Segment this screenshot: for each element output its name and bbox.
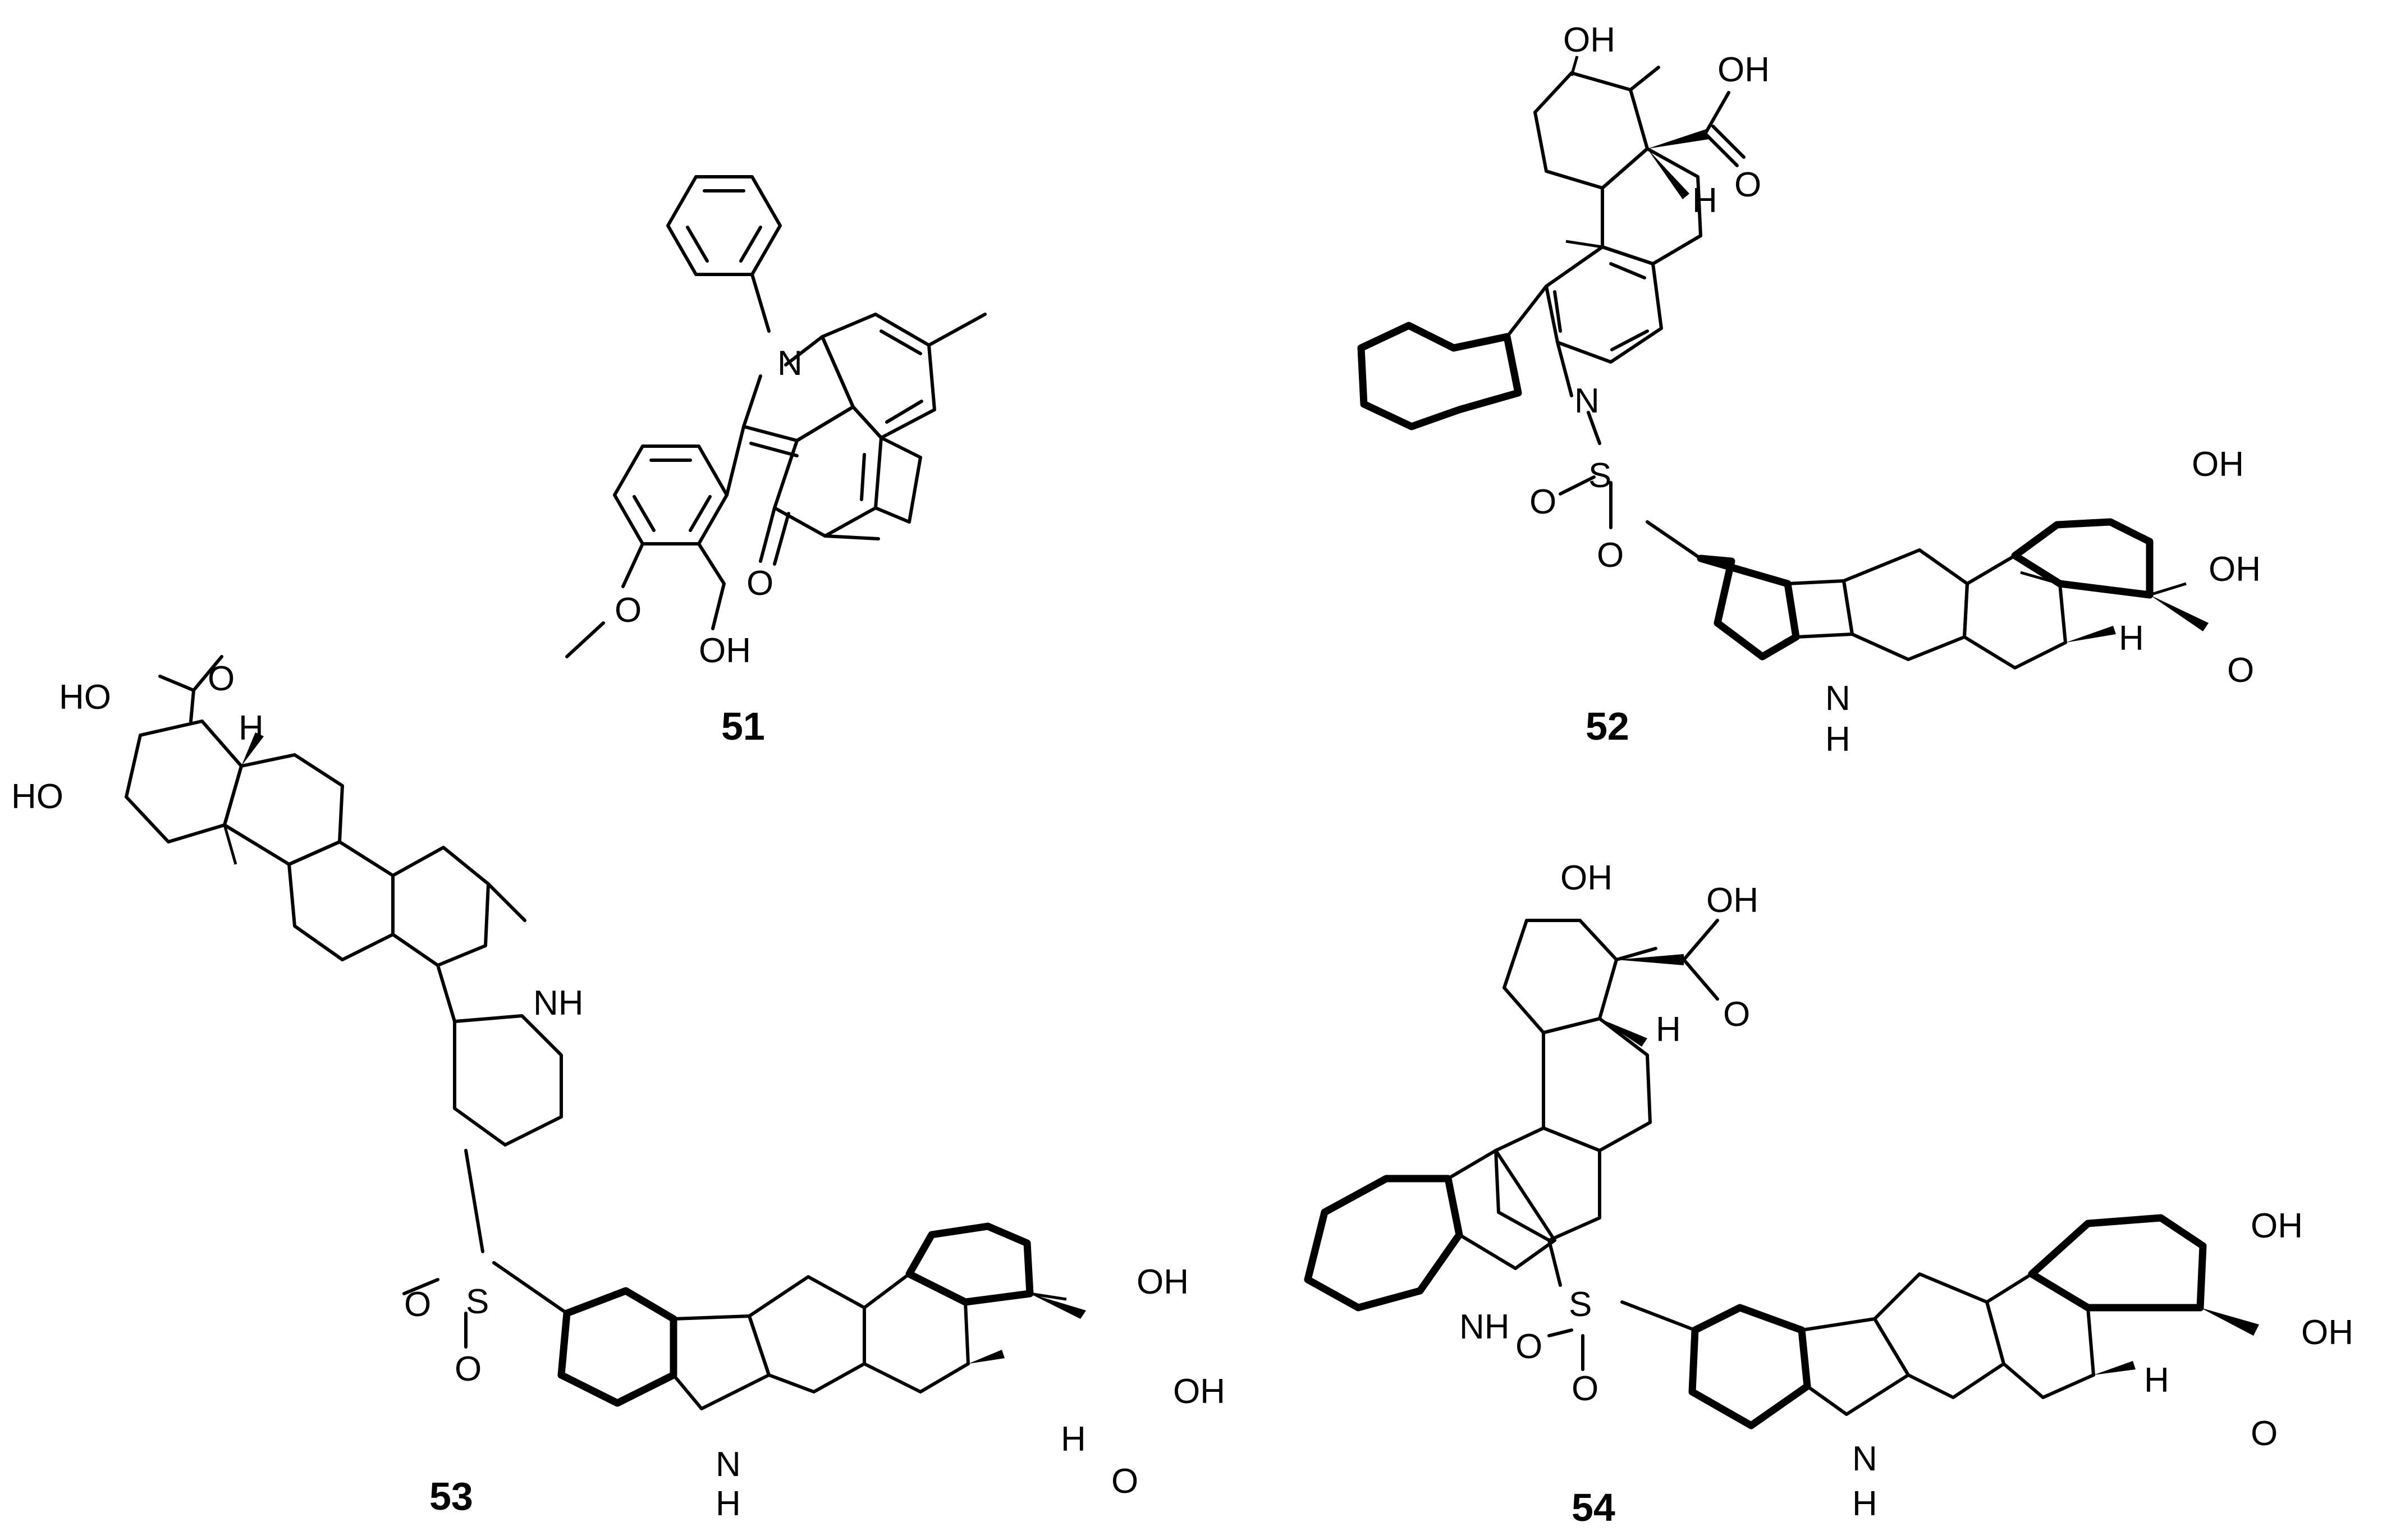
cmpd53-nh-label: NH [533, 984, 584, 1023]
cmpd52-so-o1-label: O [1529, 483, 1556, 521]
cmpd52-nh-n-label: N [1825, 679, 1850, 718]
cmpd52-h-top-label: H [1692, 181, 1717, 220]
cmpd53-h-top-label: H [239, 709, 264, 748]
cmpd54-nh-left-label: NH [1459, 1308, 1510, 1346]
cmpd51-methoxy-o-label: O [615, 591, 642, 630]
cmpd52-cooh-right-oh-label: OH [2209, 550, 2261, 589]
cmpd54-so-o1-label: O [1515, 1327, 1542, 1366]
cmpd54-cooh-right-o-label: O [2251, 1414, 2278, 1453]
cmpd53-s-label: S [466, 1282, 489, 1321]
cmpd54-h-right-label: H [2144, 1361, 2169, 1400]
cmpd51-n-label: N [777, 344, 803, 383]
cmpd52-so-o2-label: O [1597, 536, 1624, 575]
cmpd52-cooh-top-oh-label: OH [1717, 51, 1770, 89]
cmpd53-oh-ho-label: HO [11, 777, 63, 816]
cmpd53-nh-h-label: H [716, 1484, 741, 1523]
cmpd52-nh-h-label: H [1825, 720, 1850, 759]
compound-51-label: 51 [721, 704, 765, 748]
cmpd54-s-label: S [1569, 1285, 1592, 1324]
compound-51-structure [565, 175, 987, 658]
cmpd54-nh-h-label: H [1852, 1484, 1877, 1523]
cmpd52-s-label: S [1588, 456, 1611, 495]
cmpd51-oh-label: OH [699, 631, 751, 670]
cmpd52-cooh-top-o-label: O [1734, 166, 1761, 204]
compound-52-label: 52 [1586, 704, 1629, 748]
cmpd52-n-sulfonyl-label: N [1574, 382, 1600, 420]
compound-52-structure [1357, 56, 2209, 670]
cmpd51-keto-o-label: O [746, 564, 773, 603]
cmpd53-cooh-o-label: O [208, 659, 235, 698]
cmpd54-cooh-top-o-label: O [1723, 995, 1750, 1034]
compound-53-structure [125, 655, 1086, 1410]
cmpd53-so-o1-label: O [404, 1285, 431, 1324]
cmpd52-h-right-label: H [2119, 619, 2144, 658]
cmpd53-cooh-ho-label: HO [59, 678, 111, 717]
compound-54-label: 54 [1572, 1486, 1615, 1529]
cmpd54-cooh-top-oh-label: OH [1706, 881, 1758, 920]
cmpd53-h-right-label: H [1061, 1420, 1086, 1459]
cmpd54-oh-right-label: OH [2251, 1207, 2303, 1245]
cmpd54-cooh-right-oh-label: OH [2301, 1313, 2353, 1352]
cmpd54-nh-n-label: N [1852, 1440, 1877, 1478]
cmpd54-h-top-label: H [1656, 1010, 1681, 1049]
cmpd53-nh-n-label: N [716, 1445, 741, 1484]
compound-54-structure [1304, 919, 2259, 1429]
cmpd53-so-o2-label: O [455, 1350, 482, 1388]
cmpd53-cooh-right-o-label: O [1111, 1462, 1138, 1501]
cmpd52-oh-right-label: OH [2192, 445, 2244, 484]
cmpd53-cooh-right-oh-label: OH [1173, 1372, 1225, 1411]
cmpd52-cooh-right-o-label: O [2227, 651, 2254, 690]
compound-53-label: 53 [429, 1474, 473, 1518]
cmpd53-oh-right-label: OH [1137, 1263, 1189, 1301]
cmpd54-so-o2-label: O [1572, 1369, 1598, 1408]
cmpd52-oh-top-label: OH [1563, 21, 1615, 59]
cmpd54-oh-top-label: OH [1560, 859, 1613, 897]
